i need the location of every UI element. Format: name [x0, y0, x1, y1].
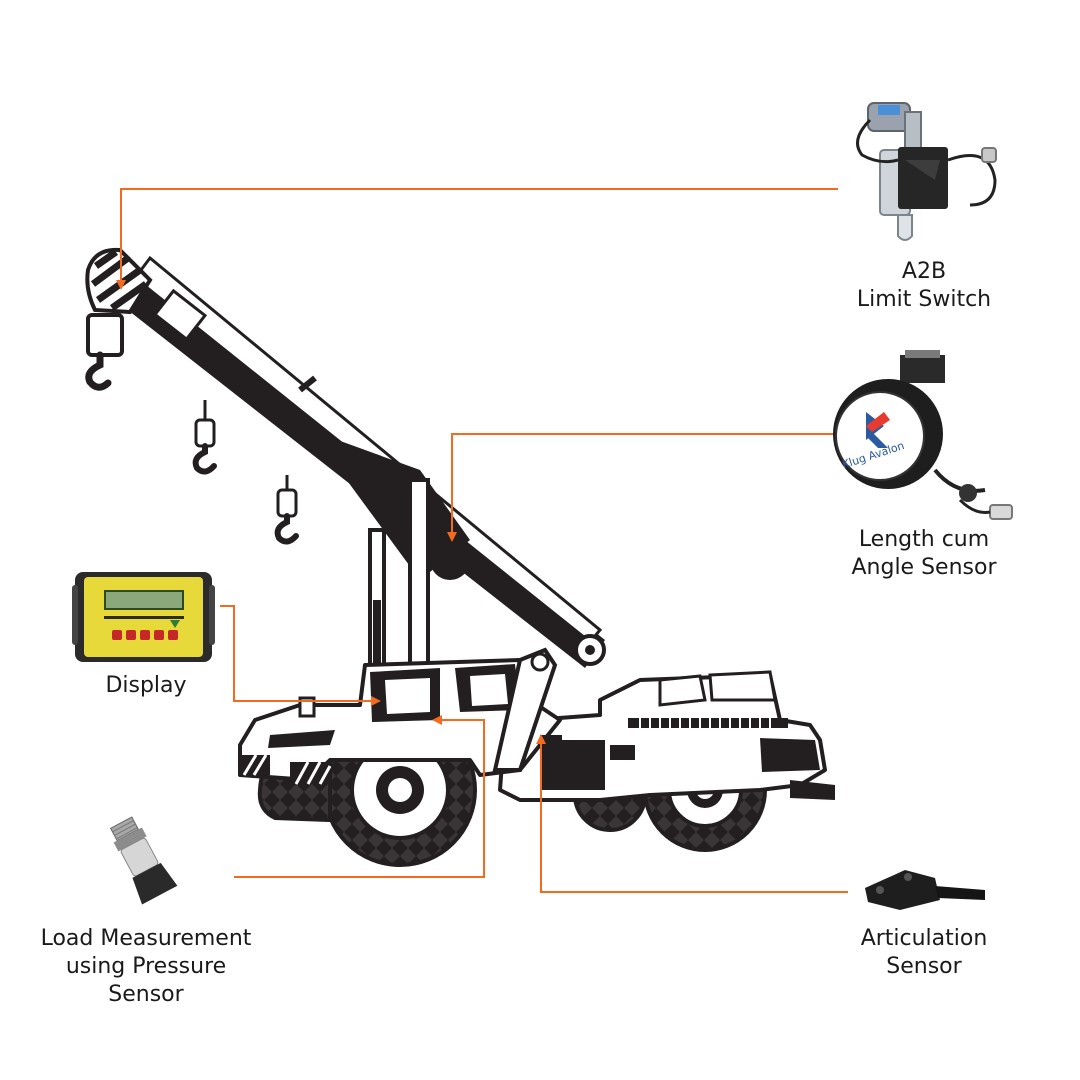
display-unit-icon [72, 572, 215, 662]
leader-length-angle [447, 433, 838, 542]
aux-hook-1 [192, 400, 217, 475]
a2b-label-line-2: Limit Switch [856, 287, 992, 312]
leader-pressure [234, 715, 485, 878]
front-body [238, 647, 562, 790]
leader-display [220, 605, 381, 706]
pressure-sensor-icon [109, 816, 178, 905]
leader-a2b [116, 188, 838, 290]
a2b-label: A2B Limit Switch [834, 258, 1014, 314]
boom [115, 255, 606, 668]
crane-illustration [85, 247, 835, 867]
articulation-sensor-icon [865, 870, 985, 910]
pressure-label-line-2: using Pressure [65, 954, 227, 979]
length-angle-label-line-1: Length cum [858, 527, 990, 552]
display-label: Display [66, 672, 226, 700]
articulation-label-line-2: Sensor [886, 954, 962, 979]
length-angle-label: Length cum Angle Sensor [824, 526, 1024, 582]
a2b-label-line-1: A2B [901, 259, 947, 284]
rear-body [498, 670, 835, 802]
display-label-line-1: Display [105, 673, 187, 698]
articulation-label: Articulation Sensor [834, 925, 1014, 981]
length-angle-label-line-2: Angle Sensor [851, 555, 997, 580]
pressure-label-line-1: Load Measurement [40, 926, 252, 951]
aux-hook-2 [274, 475, 299, 545]
lift-cylinders [368, 478, 430, 692]
articulation-label-line-1: Articulation [860, 926, 988, 951]
pressure-label-line-3: Sensor [108, 982, 184, 1007]
leader-articulation [536, 734, 848, 893]
a2b-limit-switch-icon [856, 102, 997, 241]
leader-lines [116, 188, 848, 893]
length-angle-sensor-icon: Klug Avalon [833, 350, 1013, 520]
pressure-label: Load Measurement using Pressure Sensor [20, 925, 272, 1009]
